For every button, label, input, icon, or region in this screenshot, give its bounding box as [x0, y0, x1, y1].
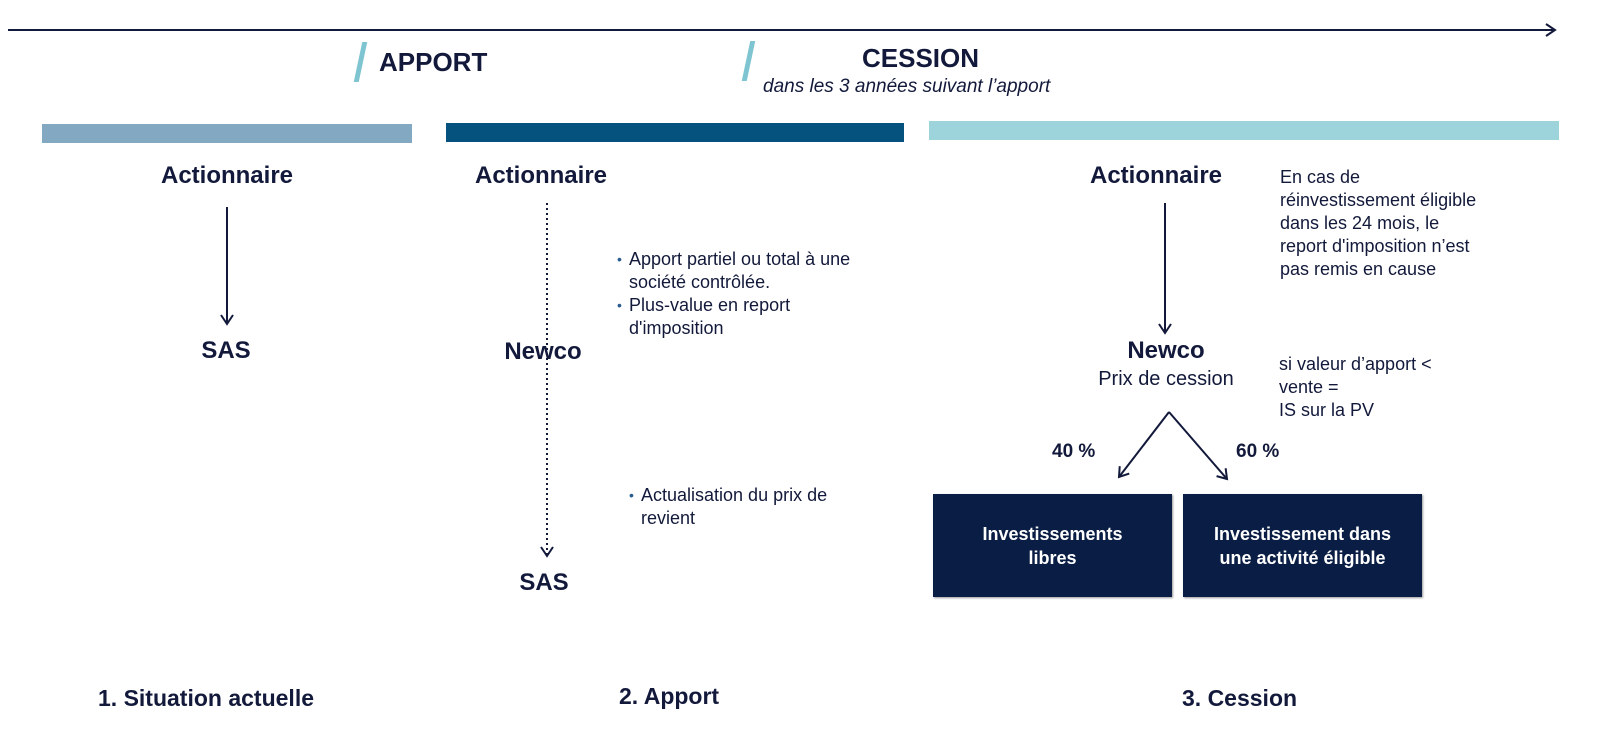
- stage1-title: 1. Situation actuelle: [98, 685, 314, 711]
- stage3-title: 3. Cession: [1182, 685, 1298, 711]
- stage1-band: [42, 124, 412, 143]
- apport-label: APPORT: [379, 47, 488, 77]
- stage3-band: [929, 121, 1559, 140]
- stage2-bullet-2: Plus-value en report d'imposition: [617, 294, 887, 340]
- stage2-bullet-1: Apport partiel ou total à une société co…: [617, 248, 887, 294]
- box-investissements-libres: Investissements libres: [933, 494, 1172, 597]
- split-pct-left: 40 %: [1052, 441, 1096, 462]
- split-arrow-right: [1168, 411, 1229, 481]
- stage2-bullets-top: Apport partiel ou total à une société co…: [617, 248, 887, 340]
- stage2-sas: SAS: [519, 569, 569, 596]
- stage3-prix-cession: Prix de cession: [1098, 368, 1234, 390]
- stage2-band: [446, 123, 904, 142]
- box-investissement-eligible: Investissement dans une activité éligibl…: [1183, 494, 1422, 597]
- split-pct-right: 60 %: [1236, 441, 1280, 462]
- stage2-newco: Newco: [504, 338, 582, 365]
- stage3-newco: Newco: [1127, 337, 1205, 364]
- stage3-actionnaire: Actionnaire: [1089, 162, 1223, 189]
- stage2-actionnaire: Actionnaire: [474, 162, 608, 189]
- stage1-actionnaire: Actionnaire: [160, 162, 294, 189]
- stage2-title: 2. Apport: [619, 683, 720, 709]
- stage2-bullet-3: Actualisation du prix de revient: [629, 484, 859, 530]
- box-left-label: Investissements libres: [982, 523, 1123, 568]
- stage2-bullets-bottom: Actualisation du prix de revient: [629, 484, 859, 530]
- stage3-note-is: si valeur d’apport < vente = IS sur la P…: [1279, 354, 1432, 420]
- split-arrow-left: [1117, 411, 1170, 479]
- box-right-label: Investissement dans une activité éligibl…: [1213, 523, 1392, 568]
- stage1-sas: SAS: [201, 337, 251, 364]
- cession-label: CESSION: [862, 43, 980, 73]
- cession-subtitle: dans les 3 années suivant l’apport: [763, 76, 1051, 97]
- stage3-note-reinvest: En cas de réinvestissement éligible dans…: [1280, 167, 1477, 279]
